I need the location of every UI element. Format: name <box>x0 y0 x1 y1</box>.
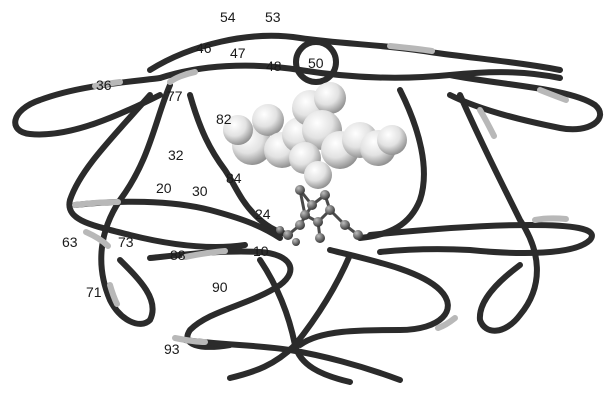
inhibitor-sphere <box>314 82 346 114</box>
residue-label-77: 77 <box>167 88 183 104</box>
lower-left-strand-88-90 <box>150 252 290 347</box>
ligand-atom <box>340 220 350 230</box>
residue-label-32: 32 <box>168 147 184 163</box>
ligand-atom <box>300 210 310 220</box>
residue-label-10: 10 <box>253 243 269 259</box>
ligand-atom <box>276 226 284 234</box>
highlight-segment <box>535 218 566 220</box>
residue-label-53: 53 <box>265 9 281 25</box>
inhibitor-spheres <box>223 82 407 189</box>
residue-label-50: 50 <box>308 55 324 71</box>
residue-label-82: 82 <box>216 111 232 127</box>
highlight-segment <box>75 202 118 205</box>
right-strand-inner <box>360 90 424 238</box>
residue-label-63: 63 <box>62 234 78 250</box>
right-strand-outer <box>460 95 537 331</box>
residue-label-24: 24 <box>255 206 271 222</box>
residue-label-54: 54 <box>220 9 236 25</box>
ligand-atom <box>307 200 317 210</box>
residue-label-90: 90 <box>212 279 228 295</box>
residue-label-47: 47 <box>230 45 246 61</box>
flap-strand-lower <box>160 66 560 78</box>
inhibitor-sphere <box>304 161 332 189</box>
residue-label-71: 71 <box>86 284 102 300</box>
ligand-atom <box>353 230 363 240</box>
ligand-atom <box>315 233 325 243</box>
ligand-atom <box>283 230 293 240</box>
inhibitor-sphere <box>252 104 284 136</box>
right-strand-horizontal <box>370 225 592 253</box>
ligand-atom <box>292 238 300 246</box>
residue-label-48: 48 <box>266 58 282 74</box>
residue-label-84: 84 <box>226 170 242 186</box>
ligand-atom <box>320 190 330 200</box>
right-strand-lower <box>300 250 448 345</box>
ligand-atom <box>325 205 335 215</box>
residue-label-93: 93 <box>164 341 180 357</box>
residue-label-46: 46 <box>196 40 212 56</box>
residue-label-36: 36 <box>96 77 112 93</box>
residue-label-73: 73 <box>118 234 134 250</box>
ligand-atom <box>295 185 305 195</box>
ligand-atom <box>313 217 323 227</box>
residue-label-88: 88 <box>170 247 186 263</box>
residue-label-20: 20 <box>156 180 172 196</box>
ligand-atom <box>295 220 305 230</box>
residue-label-30: 30 <box>192 183 208 199</box>
inhibitor-sphere <box>377 125 407 155</box>
active-site-ball-and-stick <box>276 185 363 246</box>
